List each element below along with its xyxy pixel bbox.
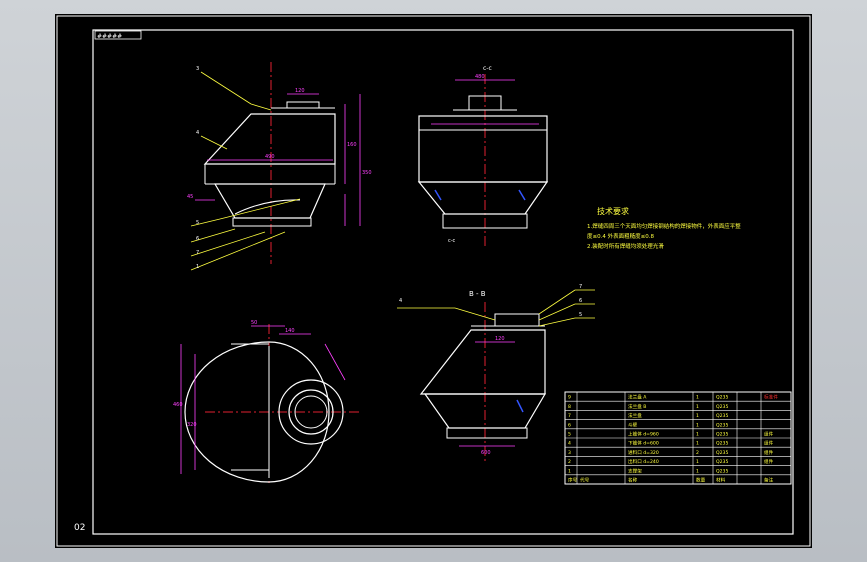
- bom-cell-qty: 1: [696, 404, 699, 410]
- bom-cell-name: 斗壁: [628, 421, 638, 428]
- title-tag: #####: [97, 33, 122, 40]
- bom-cell-note: 组件: [764, 431, 774, 438]
- bom-cell-no: 2: [568, 459, 571, 465]
- bom-cell-name: 出料口 d=240: [628, 458, 659, 465]
- plan-view: 460 320 50 140: [173, 320, 361, 484]
- dim-top-width: 120: [295, 88, 305, 94]
- bom-cell-name: 下锥体 d=600: [628, 440, 659, 447]
- cad-drawing: ##### 02 120 490 160 350 45: [56, 15, 811, 547]
- bom-cell-mat: Q235: [716, 432, 728, 438]
- bom-cell-note: 组件: [764, 440, 774, 447]
- bom-cell-name: 上锥体 d=960: [628, 431, 659, 438]
- part-label-left-6: 1: [196, 264, 199, 270]
- bom-cell-qty: 1: [696, 422, 699, 428]
- bom-cell-name: 支撑架: [628, 467, 642, 474]
- bom-cell-qty: 1: [696, 432, 699, 438]
- dim-side-a: 45: [187, 194, 193, 200]
- dim-plan-height: 460: [173, 402, 183, 408]
- dim-plan-off: 50: [251, 320, 257, 326]
- bom-cell-qty: 1: [696, 413, 699, 419]
- bom-header-code: 代号: [580, 477, 590, 484]
- part-label-left-4: 6: [196, 236, 199, 242]
- bom-cell-no: 7: [568, 413, 571, 419]
- dim-plan-inner: 320: [187, 422, 197, 428]
- bom-cell-mat: Q235: [716, 468, 728, 474]
- bom-cell-mat: Q235: [716, 395, 728, 401]
- bom-cell-no: 6: [568, 422, 571, 428]
- bom-header-name: 名称: [628, 477, 638, 484]
- page-number: 02: [74, 523, 85, 533]
- bom-cell-no: 5: [568, 432, 571, 438]
- bom-header-no: 序号: [568, 477, 578, 484]
- part-label-left-2: 4: [196, 130, 199, 136]
- dim-mid-width: 490: [265, 154, 275, 160]
- section-top-label: c-c: [483, 65, 492, 72]
- bom-cell-note: 组件: [764, 449, 774, 456]
- bom-cell-no: 4: [568, 441, 571, 447]
- bom-cell-note: 标准件: [764, 394, 778, 401]
- tech-line-1: 1.焊缝四周三个天面均匀焊接钢结构的焊接物件，外表面应平整: [587, 222, 741, 230]
- tech-requirements: 技术要求 1.焊缝四周三个天面均匀焊接钢结构的焊接物件，外表面应平整 度≤0.4…: [587, 206, 741, 250]
- dim-section: 120: [495, 336, 505, 342]
- bom-cell-mat: Q235: [716, 404, 728, 410]
- bom-cell-mat: Q235: [716, 459, 728, 465]
- part-label-left-5: 7: [196, 250, 199, 256]
- bom-cell-mat: Q235: [716, 450, 728, 456]
- dim-plan-top: 140: [285, 328, 295, 334]
- bom-cell-no: 9: [568, 395, 571, 401]
- bom-cell-mat: Q235: [716, 413, 728, 419]
- tech-line-3: 2.装配时所有焊缝均须处理光滑: [587, 242, 664, 250]
- bom-header-mat: 材料: [716, 477, 726, 484]
- section-b-label: B - B: [469, 290, 486, 298]
- bom-cell-mat: Q235: [716, 422, 728, 428]
- inner-border: [92, 29, 794, 535]
- title-tag-box: [94, 30, 142, 40]
- dim-height-main: 160: [347, 142, 357, 148]
- tech-title: 技术要求: [597, 206, 629, 216]
- bom-cell-qty: 1: [696, 395, 699, 401]
- part-label-right-1: 7: [579, 284, 582, 290]
- bom-cell-qty: 2: [696, 450, 699, 456]
- bom-cell-name: 进料口 d=320: [628, 449, 659, 456]
- section-bottom-label: c-c: [448, 238, 456, 244]
- cad-drawing-canvas[interactable]: ##### 02 120 490 160 350 45: [55, 14, 812, 548]
- outer-border: [56, 15, 811, 547]
- bom-cell-qty: 1: [696, 441, 699, 447]
- bom-cell-note: 组件: [764, 458, 774, 465]
- dim-height-total: 350: [362, 170, 372, 176]
- bom-cell-name: 法兰盘: [628, 412, 642, 419]
- bom-cell-qty: 1: [696, 459, 699, 465]
- front-view: 120 490 160 350 45 3 4 5 6 7 1: [187, 62, 372, 271]
- dim-base-width: 600: [481, 450, 491, 456]
- section-b-view: B - B 600 120 4 7 6 5: [397, 284, 595, 462]
- bom-cell-qty: 1: [696, 468, 699, 474]
- bom-cell-no: 3: [568, 450, 571, 456]
- bom-cell-mat: Q235: [716, 441, 728, 447]
- part-label-right-2: 6: [579, 298, 582, 304]
- dim-right-top: 480: [475, 74, 485, 80]
- bom-cell-name: 法兰盘 A: [628, 394, 647, 401]
- bom-cell-name: 法兰盘 B: [628, 403, 646, 410]
- bom-cell-no: 8: [568, 404, 571, 410]
- part-label-b: 4: [399, 298, 402, 304]
- bom-header-qty: 数量: [696, 477, 706, 484]
- part-label-left-1: 3: [196, 66, 199, 72]
- tech-line-2: 度≤0.4 外表面粗糙度≤0.8: [587, 232, 654, 240]
- part-label-left-3: 5: [196, 220, 199, 226]
- bom-header-note: 备注: [764, 477, 774, 484]
- part-label-right-3: 5: [579, 312, 582, 318]
- bom-cell-no: 1: [568, 468, 571, 474]
- side-view: c-c 480 c-c: [417, 65, 549, 246]
